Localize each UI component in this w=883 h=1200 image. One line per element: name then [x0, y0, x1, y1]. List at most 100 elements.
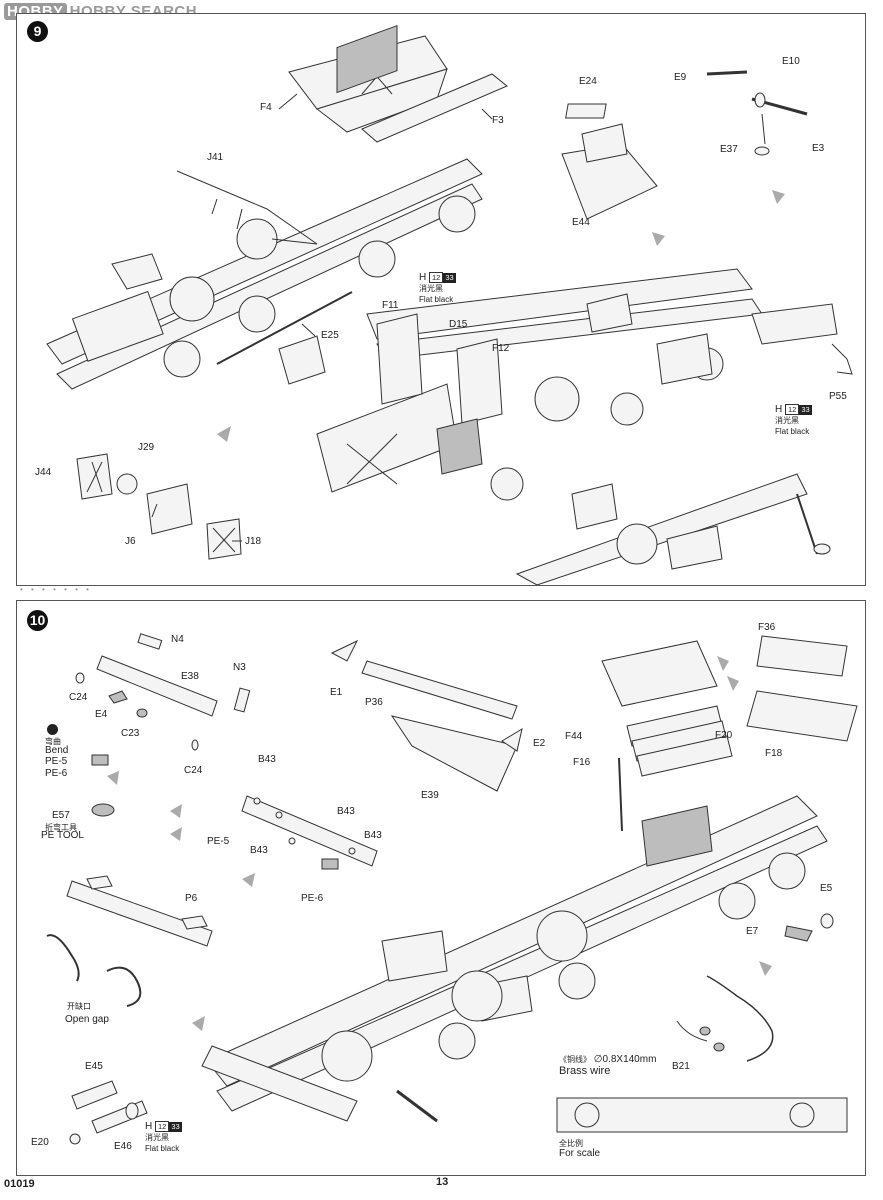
- label-p55: P55: [829, 391, 847, 402]
- box-e25: [278, 335, 326, 385]
- step-10-drawing: [46, 633, 858, 1145]
- label-c24-b: C24: [184, 765, 203, 776]
- label-e39: E39: [421, 790, 439, 801]
- part-b43-rail: [241, 795, 378, 867]
- label-b43-c: B43: [364, 830, 382, 841]
- open-gap-en: Open gap: [65, 1014, 109, 1025]
- part-f3: [361, 73, 508, 143]
- label-e44: E44: [572, 217, 590, 228]
- step-9-panel: 9 F4 F3 J41 E25 E24 E44 E9 E10 E37 E3 F1…: [16, 13, 866, 586]
- part-p6: [66, 880, 213, 947]
- label-e38: E38: [181, 671, 199, 682]
- box-front-left: [111, 253, 163, 290]
- label-e20: E20: [31, 1137, 49, 1148]
- bumper: [201, 1045, 358, 1122]
- open-gap-cn: 开缺口: [67, 1002, 91, 1011]
- paint-name-en: Flat black: [775, 427, 810, 436]
- paint-name-cn: 消光黑: [145, 1133, 169, 1142]
- paint-code: 12: [785, 404, 800, 415]
- paint-code: 12: [429, 272, 444, 283]
- brass-wire-en: Brass wire: [559, 1065, 611, 1077]
- label-e3: E3: [812, 143, 825, 154]
- step-10-panel: 10 N4 N3 E38 C24 E4 C23 C24 弯曲 Bend PE-5…: [16, 600, 866, 1176]
- part-f18: [746, 690, 858, 742]
- page-number: 13: [436, 1176, 449, 1188]
- label-e46: E46: [114, 1141, 132, 1152]
- perforation-dots: • • • • • • •: [20, 585, 92, 594]
- label-e45: E45: [85, 1061, 103, 1072]
- label-b43-d: B43: [250, 845, 268, 856]
- label-e7: E7: [746, 926, 759, 937]
- label-b43-a: B43: [258, 754, 276, 765]
- label-n3: N3: [233, 662, 246, 673]
- bend-icon: [47, 724, 58, 735]
- label-f3: F3: [492, 115, 504, 126]
- part-j6: [146, 483, 193, 535]
- arrow-9-3: [217, 426, 231, 442]
- label-f16: F16: [573, 757, 591, 768]
- part-e1: [330, 639, 359, 662]
- label-n4: N4: [171, 634, 184, 645]
- part-d15: [456, 338, 503, 425]
- part-p55-plate: [751, 303, 838, 345]
- label-pe5-a: PE-5: [45, 756, 68, 767]
- pe-tool-en: PE TOOL: [41, 830, 84, 841]
- label-f36: F36: [758, 622, 776, 633]
- label-f44: F44: [565, 731, 583, 742]
- paint-number: 33: [799, 405, 812, 415]
- catalog-number: 01019: [4, 1178, 35, 1190]
- paint-prefix: H: [145, 1121, 153, 1132]
- label-e25: E25: [321, 330, 339, 341]
- label-j29: J29: [138, 442, 155, 453]
- paint-code: 12: [155, 1121, 170, 1132]
- label-e4: E4: [95, 709, 108, 720]
- label-b43-b: B43: [337, 806, 355, 817]
- label-e37: E37: [720, 144, 738, 155]
- part-f36: [756, 635, 848, 677]
- label-f11: F11: [382, 300, 399, 311]
- step-number: 9: [27, 21, 48, 42]
- step-9-drawing: [46, 25, 853, 585]
- bend-label-cn: 弯曲: [45, 737, 61, 746]
- part-e38: [96, 655, 218, 717]
- label-e9: E9: [674, 72, 687, 83]
- arrow-9-1: [652, 232, 665, 246]
- arrow-9-2: [772, 190, 785, 204]
- part-e39: [390, 715, 518, 792]
- for-scale-cn: 全比例: [559, 1139, 583, 1148]
- label-e5: E5: [820, 883, 833, 894]
- bend-label-en: Bend: [45, 745, 69, 756]
- paint-name-en: Flat black: [419, 295, 454, 304]
- label-e57: E57: [52, 810, 70, 821]
- label-e1: E1: [330, 687, 343, 698]
- for-scale-en: For scale: [559, 1148, 601, 1159]
- chassis-10: [206, 795, 818, 1087]
- label-j44: J44: [35, 467, 52, 478]
- paint-name-cn: 消光黑: [775, 416, 799, 425]
- brass-wire-size: ∅0.8X140mm: [593, 1054, 657, 1065]
- label-f12: F12: [492, 343, 510, 354]
- paint-name-cn: 消光黑: [419, 284, 443, 293]
- label-j41: J41: [207, 152, 224, 163]
- step-number: 10: [27, 610, 48, 631]
- label-d15: D15: [449, 319, 468, 330]
- label-e10: E10: [782, 56, 800, 67]
- part-j18: [206, 518, 242, 560]
- arrow-10-1: [170, 804, 182, 818]
- label-e24: E24: [579, 76, 597, 87]
- part-p36: [361, 660, 518, 720]
- paint-number: 33: [443, 273, 456, 283]
- label-f4: F4: [260, 102, 272, 113]
- paint-prefix: H: [419, 272, 427, 283]
- paint-number: 33: [169, 1122, 182, 1132]
- label-pe6-b: PE-6: [301, 893, 324, 904]
- label-pe6-a: PE-6: [45, 768, 68, 779]
- part-e2: [501, 727, 523, 752]
- label-p6: P6: [185, 893, 198, 904]
- label-f18: F18: [765, 748, 783, 759]
- label-e2: E2: [533, 738, 546, 749]
- label-c23: C23: [121, 728, 140, 739]
